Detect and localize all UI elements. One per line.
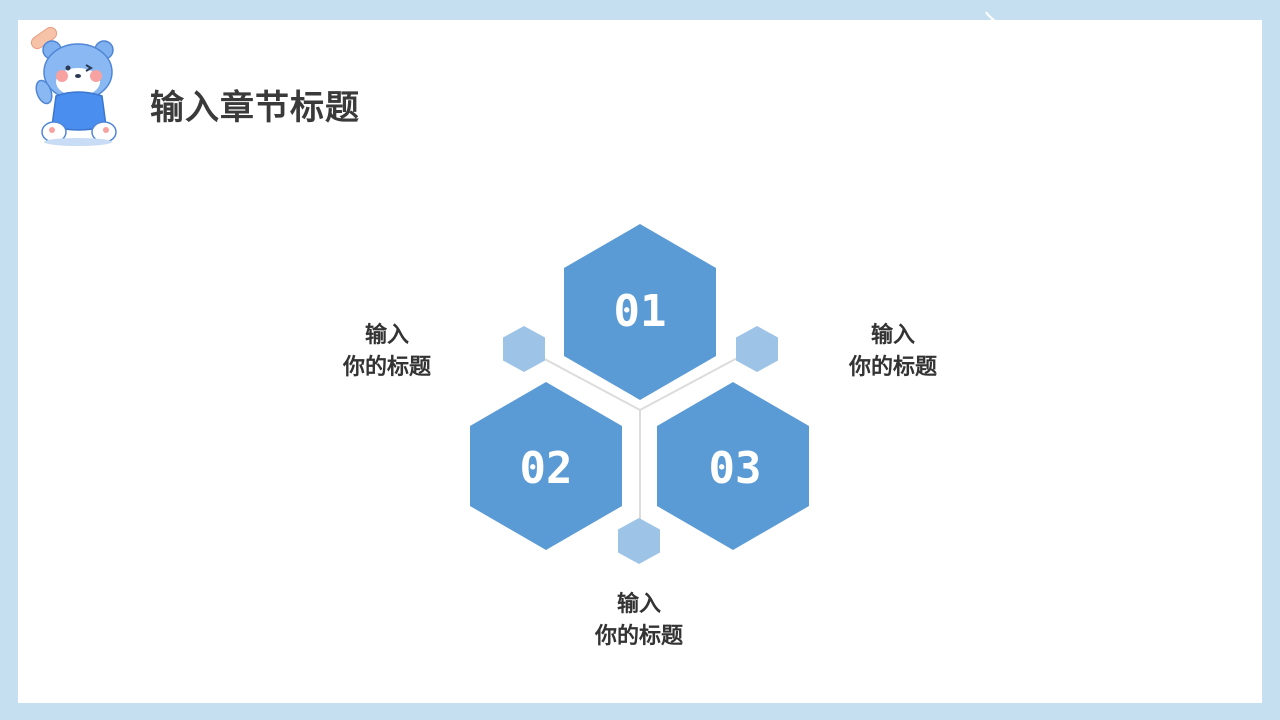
hexagon-01: [564, 224, 716, 400]
blue-bear-mascot-icon: [30, 26, 117, 146]
hexagon-number-03: 03: [709, 443, 762, 494]
sparkle-icon: [985, 11, 997, 29]
small-hexagon-bottom: [618, 518, 660, 564]
hexagon-03: [657, 382, 809, 550]
label-right-line2: 你的标题: [848, 355, 937, 380]
hexagon-number-01: 01: [614, 286, 667, 337]
hexagon-number-02: 02: [520, 443, 573, 494]
label-right: 输入 你的标题: [813, 320, 973, 384]
small-hexagon-right: [736, 326, 778, 372]
hexagon-02: [470, 382, 622, 550]
label-left-line2: 你的标题: [342, 355, 431, 380]
label-bottom-line2: 你的标题: [594, 624, 683, 649]
label-left-line1: 输入: [364, 323, 409, 348]
label-bottom: 输入 你的标题: [559, 589, 719, 653]
page-title: 输入章节标题: [150, 88, 360, 128]
label-right-line1: 输入: [870, 323, 915, 348]
label-left: 输入 你的标题: [307, 320, 467, 384]
small-hexagon-left: [503, 326, 545, 372]
label-bottom-line1: 输入: [616, 592, 661, 617]
